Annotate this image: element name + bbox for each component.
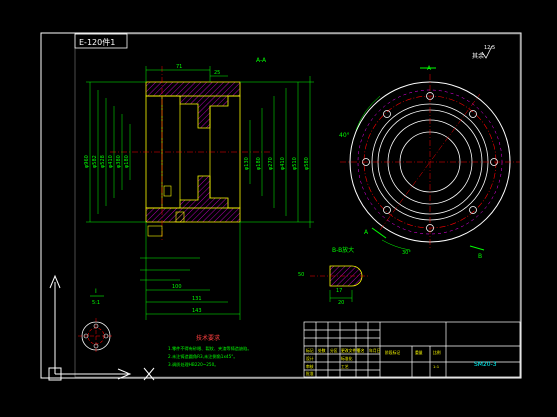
- title-block-text: 标记 处数 分区 更改文件号 签名 年月日 设计 标准化 阶段标记 重量 比例 …: [306, 348, 441, 376]
- bolt-hole-br: [469, 206, 477, 214]
- dim-right-0: φ130: [244, 157, 250, 170]
- tb-cell-5: 审核: [306, 364, 314, 369]
- view-scale: 5:1: [92, 300, 100, 306]
- ucs-icon: [48, 274, 155, 381]
- angle-arc-bottom: [381, 239, 411, 251]
- angle-label-bottom: 30°: [402, 250, 411, 256]
- dim-left-1: φ582: [92, 155, 98, 168]
- view-label-i: I: [95, 288, 97, 295]
- cut-line-a-bottom: [371, 227, 387, 239]
- tb-row-2: 分区: [330, 348, 338, 353]
- roughness-value: 12.5: [484, 45, 495, 51]
- roughness-icon: [481, 45, 493, 59]
- inner-border: [74, 33, 521, 378]
- dim-left-4: φ380: [116, 155, 122, 168]
- detail-view: [310, 265, 370, 302]
- right-dim-labels: φ130 φ180 φ270 φ410 φ510 φ580: [244, 157, 310, 170]
- right-dimensions: [240, 76, 314, 228]
- tech-note-0: 1.零件不得有砂眼、裂纹、夹渣等铸造缺陷。: [168, 345, 252, 352]
- tb-cell-0: 设计: [306, 356, 314, 361]
- dim-top-0: 71: [176, 64, 182, 70]
- dim-top-1: 25: [214, 70, 220, 76]
- small-circle-view: [78, 318, 114, 354]
- tb-cell-7: 批准: [306, 371, 314, 376]
- section-title: A-A: [256, 57, 267, 64]
- tb-cell-1: 标准化: [341, 356, 353, 361]
- dim-bottom-2: 143: [192, 308, 202, 314]
- title-block: [303, 321, 521, 378]
- dim-left-3: φ410: [108, 155, 114, 168]
- dim-left-5: φ180: [124, 155, 130, 168]
- tb-cell-2: 阶段标记: [385, 350, 400, 355]
- cut-line-b: [469, 245, 485, 251]
- bottom-dimensions: [140, 222, 241, 320]
- bolt-hole-tr: [469, 110, 477, 118]
- bolt-hole: [163, 185, 172, 197]
- tb-cell-4: 比例: [433, 350, 441, 355]
- left-dim-labels: φ960 φ582 φ528 φ410 φ380 φ180: [84, 155, 130, 168]
- bolt-section: [175, 211, 185, 223]
- left-dimensions: [86, 81, 146, 223]
- top-dimensions: [145, 66, 228, 82]
- section-letter-a-bottom: A: [364, 229, 369, 236]
- sheet-border: [40, 32, 522, 379]
- tech-notes-title: 技术要求: [196, 334, 220, 342]
- drawing-number: SM20-3: [474, 361, 497, 368]
- tech-note-1: 2.未注铸造圆角R3,未注倒角1x45°。: [168, 353, 238, 360]
- detail-dim-0: 50: [298, 272, 304, 278]
- detail-section: [329, 265, 363, 287]
- tb-cell-6: 工艺: [341, 364, 349, 369]
- tb-row-0: 标记: [306, 348, 314, 353]
- part-code: E-120件1: [79, 37, 115, 47]
- front-view: [340, 67, 520, 251]
- tb-cell-3: 重量: [415, 350, 423, 355]
- dim-right-5: φ580: [304, 157, 310, 170]
- angle-arc: [355, 95, 381, 131]
- upper-flange-section: [145, 81, 241, 129]
- dim-bottom-0: 100: [172, 284, 182, 290]
- tech-note-2: 3.调质处理HB220~250。: [168, 361, 218, 368]
- lower-flange-section: [145, 175, 241, 223]
- tb-row-3: 更改文件号: [341, 348, 360, 353]
- front-centerline-diag: [379, 93, 481, 231]
- foot-detail: [147, 225, 163, 237]
- dim-bottom-1: 131: [192, 296, 202, 302]
- tb-row-4: 签名: [357, 348, 365, 353]
- dim-right-4: φ510: [292, 157, 298, 170]
- tb-row-5: 年月日: [369, 348, 381, 353]
- dim-left-2: φ528: [100, 155, 106, 168]
- dim-right-1: φ180: [256, 157, 262, 170]
- bolt-hole-tl: [383, 110, 391, 118]
- detail-dim-2: 20: [338, 300, 344, 306]
- part-code-box: [74, 33, 128, 49]
- angle-label: 40°: [339, 132, 350, 139]
- section-view: [110, 66, 270, 240]
- dim-right-3: φ410: [280, 157, 286, 170]
- tb-row-1: 处数: [318, 348, 326, 353]
- dim-left-0: φ960: [84, 155, 90, 168]
- detail-title: B-B放大: [332, 246, 354, 254]
- section-letter-a-top: A: [427, 65, 432, 72]
- bolt-hole-bl: [383, 206, 391, 214]
- dim-right-2: φ270: [268, 157, 274, 170]
- section-letter-b: B: [478, 253, 482, 260]
- roughness-label: 其余: [472, 52, 484, 60]
- detail-dim-1: 17: [336, 288, 342, 294]
- tb-scale: 1:1: [433, 364, 440, 369]
